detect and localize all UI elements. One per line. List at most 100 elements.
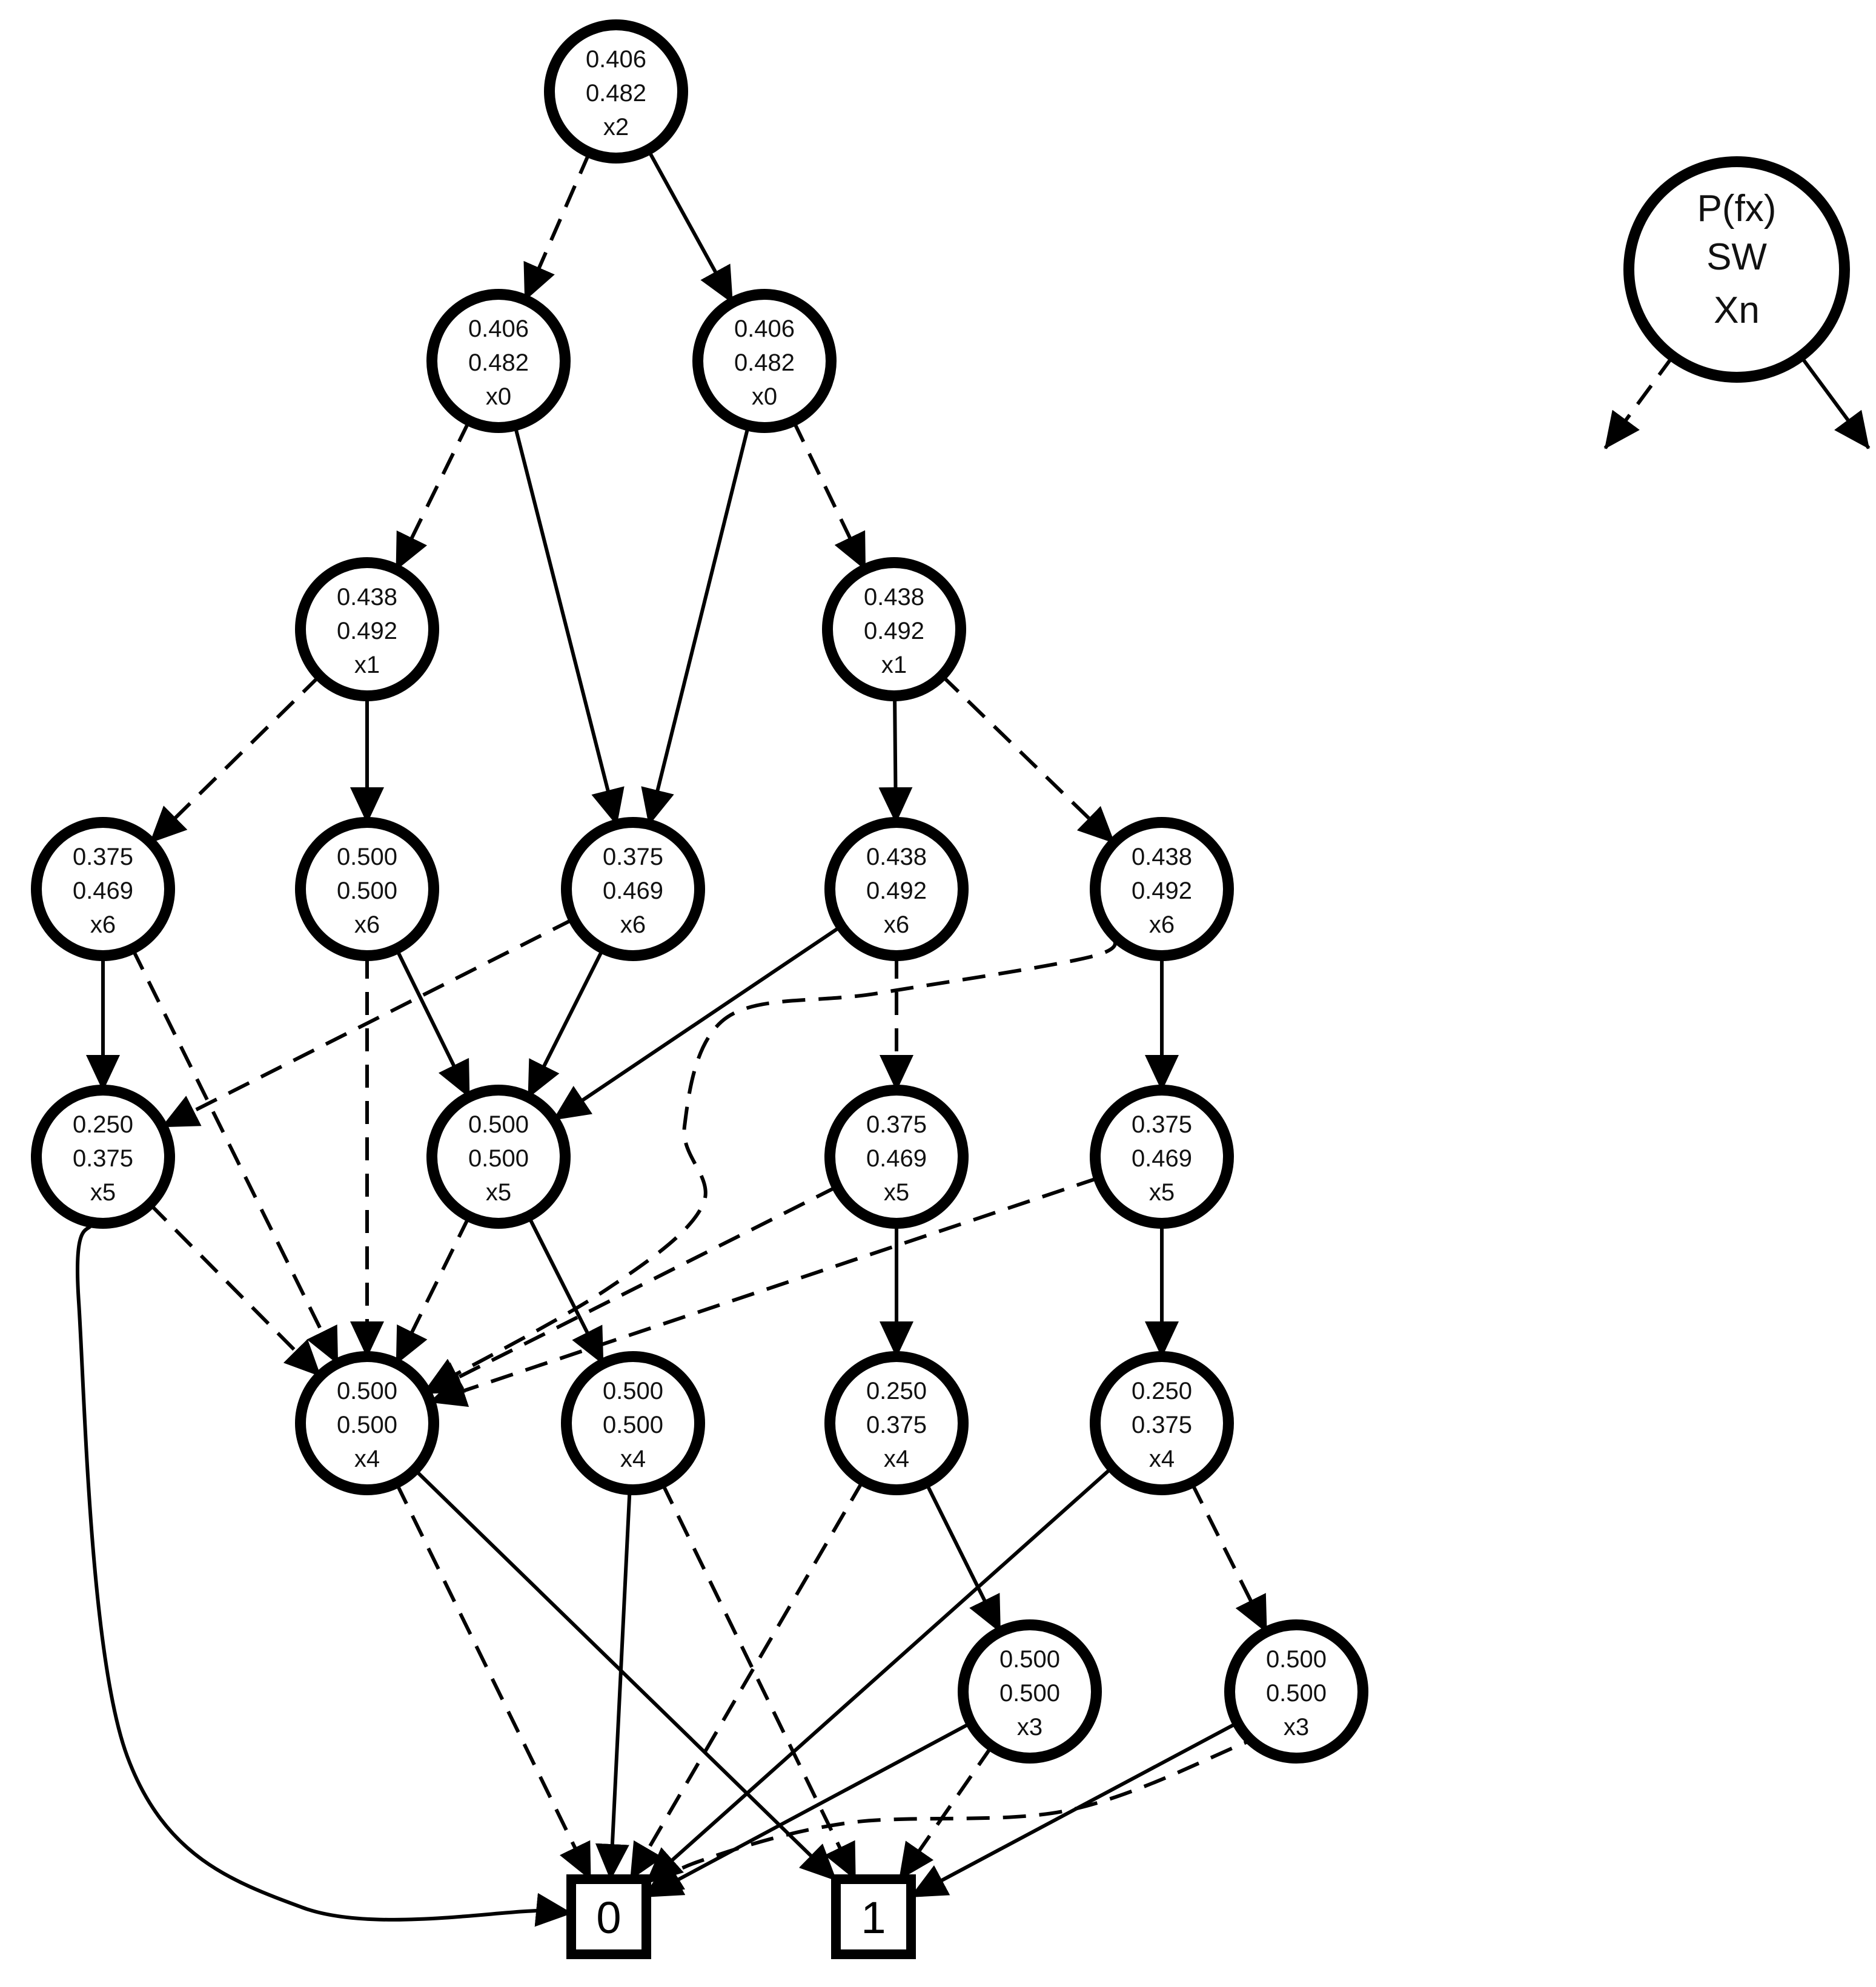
node-switching: 0.500: [468, 1145, 529, 1172]
edge-n3-to-n5-dashed: [792, 420, 867, 570]
legend-probability-label: P(fx): [1697, 188, 1777, 230]
node-circle: [1224, 1619, 1368, 1764]
node-switching: 0.500: [337, 1412, 397, 1438]
node-switching: 0.375: [866, 1412, 927, 1438]
edge-n15-to-t1-solid: [413, 1468, 838, 1882]
edge-n1-to-n2-dashed: [523, 151, 591, 301]
node-variable: x5: [884, 1179, 909, 1206]
legend-switching-label: SW: [1706, 236, 1767, 278]
legend-variable-label: Xn: [1714, 289, 1760, 331]
edge-legend-to-legend-high-solid: [1799, 355, 1871, 449]
bdd-node-n15: 0.500 0.500 x4: [295, 1351, 439, 1495]
edge-n19-to-t1-dashed: [898, 1745, 993, 1880]
edge-n17-to-n19-solid: [924, 1482, 1002, 1633]
node-switching: 0.375: [73, 1145, 133, 1172]
node-probability: 0.438: [864, 584, 924, 610]
node-switching: 0.492: [1132, 878, 1192, 904]
edge-n4-to-n6-dashed: [149, 675, 321, 844]
node-probability: 0.406: [586, 46, 646, 73]
edge-n16-to-t1-dashed: [660, 1482, 857, 1880]
edge-n5-to-n10-dashed: [940, 674, 1116, 844]
edge-n6-to-n15-dashed: [131, 948, 339, 1365]
node-variable: x6: [884, 911, 909, 938]
node-switching: 0.482: [468, 349, 529, 376]
node-variable: x6: [90, 911, 116, 938]
edge-n14-to-n15-dashed: [429, 1176, 1099, 1407]
node-variable: x5: [486, 1179, 511, 1206]
node-circle: [824, 1085, 969, 1229]
node-probability: 0.500: [337, 844, 397, 870]
node-variable: x3: [1284, 1714, 1309, 1741]
node-variable: x4: [354, 1446, 380, 1472]
edge-n20-to-t1-solid: [910, 1721, 1239, 1899]
edge-n3-to-n8-solid: [641, 425, 751, 826]
node-switching: 0.492: [864, 618, 924, 644]
node-circle: [561, 817, 705, 961]
node-probability: 0.375: [603, 844, 663, 870]
node-circle: [295, 817, 439, 961]
node-switching: 0.492: [337, 618, 397, 644]
node-circle: [295, 557, 439, 701]
edge-n13-to-n15-dashed: [425, 1185, 838, 1395]
node-switching: 0.500: [999, 1680, 1060, 1707]
edge-legend-to-legend-low-dashed: [1603, 355, 1674, 449]
terminal-node-t1: 1: [831, 1874, 916, 1959]
node-probability: 0.438: [866, 844, 927, 870]
node-switching: 0.482: [586, 80, 646, 107]
bdd-node-n8: 0.375 0.469 x6: [561, 817, 705, 961]
edge-n19-to-t0-solid: [645, 1721, 972, 1899]
node-probability: 0.406: [734, 316, 795, 342]
node-circle: [426, 289, 571, 433]
edge-n12-to-n16-solid: [526, 1215, 605, 1365]
node-probability: 0.375: [73, 844, 133, 870]
node-switching: 0.469: [1132, 1145, 1192, 1172]
node-circle: [1090, 817, 1234, 961]
node-variable: x6: [1149, 911, 1175, 938]
edges-layer: [75, 148, 1871, 1927]
node-probability: 0.500: [603, 1378, 663, 1404]
terminal-label: 0: [596, 1893, 621, 1943]
node-probability: 0.375: [1132, 1111, 1192, 1138]
terminal-box: [566, 1874, 651, 1959]
nodes-layer: 0.4060.482x20.4060.482x00.4060.482x00.43…: [31, 19, 1368, 1764]
edge-n10-to-n15-dashed: [424, 933, 1117, 1392]
node-circle: [295, 1351, 439, 1495]
terminal-label: 1: [861, 1893, 886, 1943]
node-probability: 0.500: [337, 1378, 397, 1404]
node-variable: x6: [354, 911, 380, 938]
edge-n8-to-n12-solid: [526, 947, 605, 1099]
node-probability: 0.500: [1266, 1646, 1327, 1673]
edge-n16-to-t0-solid: [595, 1489, 632, 1880]
edge-n11-to-n15-dashed: [148, 1203, 322, 1377]
terminal-node-t0: 0: [566, 1874, 651, 1959]
node-variable: x1: [354, 652, 380, 678]
node-circle: [692, 289, 837, 433]
node-probability: 0.500: [999, 1646, 1060, 1673]
node-circle: [1090, 1085, 1234, 1229]
node-circle: [958, 1619, 1102, 1764]
edge-n1-to-n3-solid: [646, 148, 734, 304]
node-switching: 0.500: [1266, 1680, 1327, 1707]
node-circle: [824, 817, 969, 961]
terminal-box: [831, 1874, 916, 1959]
node-switching: 0.482: [734, 349, 795, 376]
node-variable: x0: [486, 383, 511, 410]
node-circle: [31, 817, 175, 961]
node-variable: x6: [620, 911, 646, 938]
edge-n18-to-t0-solid: [645, 1466, 1113, 1885]
node-switching: 0.500: [603, 1412, 663, 1438]
node-probability: 0.250: [73, 1111, 133, 1138]
node-variable: x4: [620, 1446, 646, 1472]
node-switching: 0.469: [603, 878, 663, 904]
